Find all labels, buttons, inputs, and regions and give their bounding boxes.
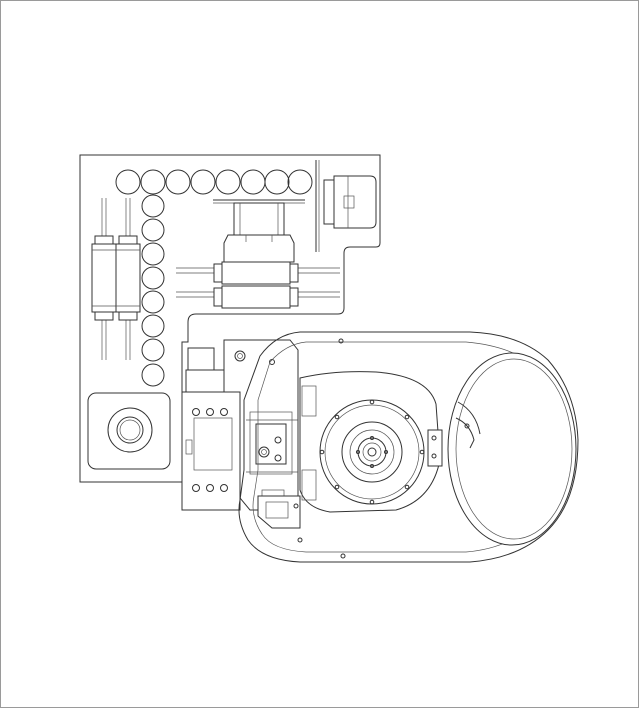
roller bbox=[141, 266, 165, 290]
roller bbox=[287, 169, 313, 195]
base-plate-outline bbox=[79, 154, 381, 483]
lower-clamp bbox=[257, 495, 301, 529]
roller bbox=[115, 169, 141, 195]
roller bbox=[141, 338, 165, 362]
roller bbox=[215, 169, 241, 195]
horizontal-cylinder-lower bbox=[176, 285, 340, 309]
roller bbox=[141, 194, 165, 218]
roller bbox=[141, 218, 165, 242]
roller bbox=[240, 169, 266, 195]
roller bbox=[165, 169, 191, 195]
roller bbox=[141, 314, 165, 338]
rotary-table-housing bbox=[299, 371, 443, 513]
vertical-cylinder-left bbox=[91, 198, 117, 360]
bowl bbox=[447, 352, 577, 546]
roller bbox=[140, 169, 166, 195]
vertical-cylinder-right bbox=[115, 198, 141, 360]
roller bbox=[141, 290, 165, 314]
horizontal-cylinder-upper bbox=[176, 261, 340, 285]
rotary-table bbox=[319, 399, 425, 505]
roller bbox=[190, 169, 216, 195]
roller bbox=[141, 363, 165, 387]
roller bbox=[141, 242, 165, 266]
top-roller-row bbox=[115, 169, 313, 195]
right-top-bracket bbox=[315, 160, 377, 252]
roller bbox=[264, 169, 290, 195]
center-top-bracket bbox=[213, 199, 305, 263]
left-roller-column bbox=[141, 194, 165, 387]
motor-block bbox=[87, 392, 171, 470]
linkage-mechanism bbox=[223, 339, 299, 517]
